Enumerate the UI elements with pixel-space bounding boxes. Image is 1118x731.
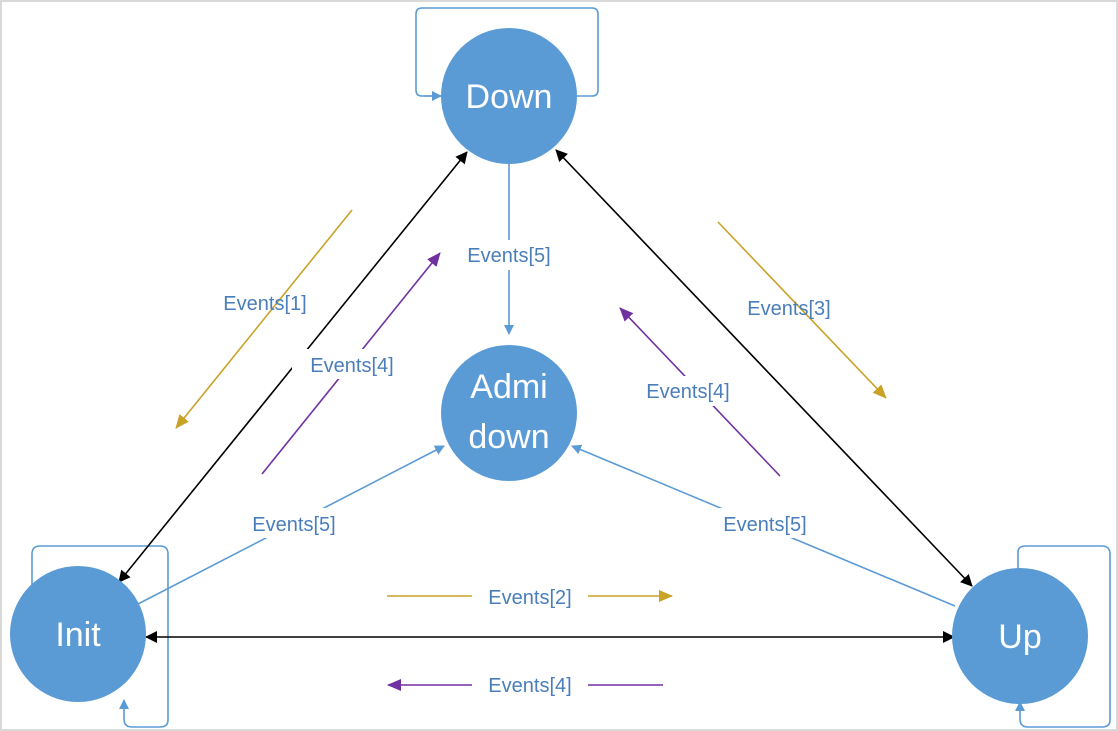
- node-up[interactable]: Up: [952, 568, 1088, 704]
- arrow-down-up: [555, 149, 973, 587]
- label-down-to-admin: Events[5]: [467, 245, 550, 267]
- node-admin-label-line2: down: [468, 418, 549, 456]
- label-up-to-init: Events[4]: [488, 675, 571, 697]
- node-up-label: Up: [998, 618, 1041, 656]
- node-admin-label-line1: Admi: [470, 368, 547, 406]
- label-up-to-admin: Events[5]: [723, 514, 806, 536]
- gold-arrow-right: [717, 221, 887, 399]
- label-down-to-up: Events[3]: [747, 298, 830, 320]
- label-init-to-down: Events[1]: [223, 293, 306, 315]
- label-init-to-admin: Events[5]: [252, 514, 335, 536]
- node-init-label: Init: [55, 616, 101, 654]
- label-init-to-up: Events[2]: [488, 587, 571, 609]
- gold-arrow-left: [175, 209, 353, 429]
- label-up-to-down-right: Events[4]: [646, 381, 729, 403]
- up-self-loop: [1015, 545, 1111, 728]
- down-self-loop: [415, 7, 599, 97]
- node-init[interactable]: Init: [10, 566, 146, 702]
- node-admin-down[interactable]: Admi down: [441, 345, 577, 481]
- label-up-to-down-left: Events[4]: [310, 355, 393, 377]
- node-down-label: Down: [466, 78, 553, 116]
- node-down[interactable]: Down: [441, 28, 577, 164]
